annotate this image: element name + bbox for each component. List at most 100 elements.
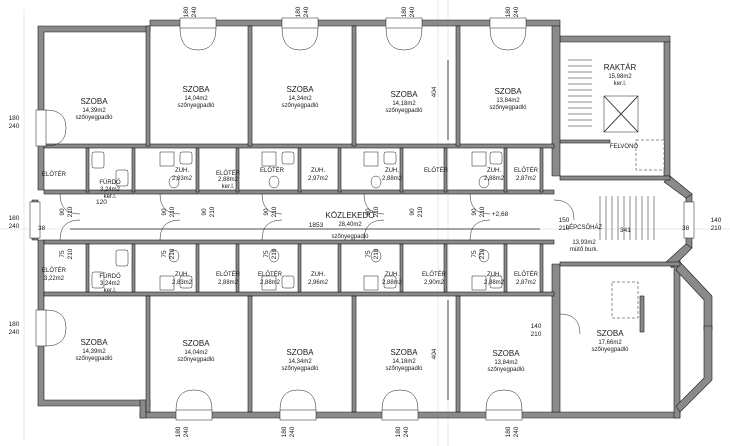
- dim-label: 90: [161, 208, 168, 216]
- room-area: 14,18m2: [392, 359, 416, 365]
- dim-label: 404: [431, 86, 438, 97]
- lift-label: FELVONÓ: [610, 143, 639, 150]
- dim-label: 180: [9, 321, 20, 328]
- dim-label: 240: [183, 426, 190, 437]
- dim-label: 210: [373, 248, 380, 259]
- room-area: 17,66m2: [598, 340, 622, 346]
- room-area: 2,88m2: [484, 176, 505, 182]
- dim-label: 240: [9, 223, 20, 230]
- room-name: FÜRDŐ: [99, 273, 121, 280]
- dim-label: 240: [513, 6, 520, 17]
- dim-label: 210: [271, 248, 278, 259]
- room-floor: szőnyegpadló: [281, 366, 319, 372]
- room-name: SZOBA: [80, 338, 108, 347]
- dim-label: 90: [365, 208, 372, 216]
- room-name: SZOBA: [286, 348, 314, 357]
- room-area: 2,83m2: [172, 280, 193, 286]
- dim-label: 75: [365, 250, 372, 258]
- room-area: 2,88m2: [484, 280, 505, 286]
- room-area: 2,88m2: [260, 280, 281, 286]
- dim-label: 180: [295, 6, 302, 17]
- room-name: SZOBA: [492, 349, 520, 358]
- room-floor: szőnyegpadló: [75, 356, 113, 362]
- room-area: 13,84m2: [496, 98, 520, 104]
- room-name: SZOBA: [182, 85, 210, 94]
- room-area: 14,18m2: [392, 101, 416, 107]
- room-name: ELŐTÉR: [260, 167, 285, 174]
- room-area: 2,87m2: [516, 176, 537, 182]
- dim-label: 240: [409, 6, 416, 17]
- dim-label: 240: [303, 6, 310, 17]
- room-area: 14,39m2: [82, 108, 106, 114]
- room-name: ELŐTÉR: [424, 167, 449, 174]
- dim-label: 38: [38, 225, 46, 232]
- room-name: ELŐTÉR: [216, 271, 241, 278]
- dim-label: 180: [9, 115, 20, 122]
- room-name: ELŐTÉR: [42, 267, 67, 274]
- room-area: 14,39m2: [82, 349, 106, 355]
- stairs: [568, 59, 655, 240]
- room-area: 2,88m2: [218, 177, 239, 183]
- room-name: ZUH.: [385, 168, 399, 174]
- lift-shaft: [603, 95, 665, 319]
- room-floor: szőnyegpadló: [591, 347, 629, 353]
- room-area: 14,34m2: [288, 96, 312, 102]
- dim-label: 210: [67, 206, 74, 217]
- room-name: ZUH.: [385, 272, 399, 278]
- dim-label: 75: [161, 250, 168, 258]
- room-floor: mütő burk.: [570, 247, 599, 253]
- dim-label: 38: [682, 225, 690, 232]
- dim-label: 210: [271, 206, 278, 217]
- dim-label: 210: [417, 206, 424, 217]
- room-name: ELŐTÉR: [514, 271, 539, 278]
- dim-label: 240: [191, 6, 198, 17]
- dim-label: 180: [281, 426, 288, 437]
- dim-label: 341: [620, 227, 631, 234]
- dim-label: 210: [67, 248, 74, 259]
- room-area: 2,83m2: [172, 176, 193, 182]
- dim-label: 140: [711, 217, 722, 224]
- room-floor: szőnyegpadló: [487, 367, 525, 373]
- room-name: ELŐTÉR: [514, 167, 539, 174]
- dim-label: 90: [409, 208, 416, 216]
- room-name: SZOBA: [494, 87, 522, 96]
- room-floor: szőnyegpadló: [489, 105, 527, 111]
- room-area: 28,40m2: [338, 222, 362, 228]
- room-area: 14,04m2: [184, 96, 208, 102]
- dim-label: 210: [479, 248, 486, 259]
- room-name: KÖZLEKEDŐ: [326, 211, 375, 220]
- room-area: 2,96m2: [308, 280, 329, 286]
- dim-label: 120: [96, 199, 107, 206]
- room-name: SZOBA: [390, 348, 418, 357]
- bath-fixtures: [91, 151, 503, 291]
- dim-label: 180: [175, 426, 182, 437]
- dim-label: 150: [559, 217, 570, 224]
- room-area: 3,22m2: [44, 276, 65, 282]
- room-floor: ker.l.: [104, 288, 117, 294]
- dim-label: 180: [395, 426, 402, 437]
- room-name: ELŐTÉR: [422, 271, 447, 278]
- room-name: ZUH.: [487, 272, 501, 278]
- room-name: LÉPCSŐHÁZ: [566, 224, 603, 231]
- small-room-labels: FÜRDŐ 3,24m2 ker.l. ELŐTÉR ELŐTÉR 2,88m2…: [42, 167, 539, 294]
- dim-label: 210: [531, 331, 542, 338]
- room-floor: ker.l.: [104, 194, 117, 200]
- room-name: SZOBA: [596, 329, 624, 338]
- room-floor: szőnyegpadló: [331, 234, 369, 240]
- room-name: RAKTÁR: [604, 63, 637, 72]
- dim-label: 210: [479, 206, 486, 217]
- room-name: FÜRDŐ: [99, 179, 121, 186]
- dim-label: 1853: [309, 222, 324, 229]
- room-name: ZUH.: [175, 168, 189, 174]
- room-floor: szőnyegpadló: [177, 357, 215, 363]
- room-floor: szőnyegpadló: [75, 115, 113, 121]
- room-name: SZOBA: [390, 90, 418, 99]
- room-area: 3,24m2: [100, 281, 121, 287]
- door-swings: [45, 27, 581, 411]
- room-name: SZOBA: [286, 85, 314, 94]
- dim-label: 180: [505, 426, 512, 437]
- room-floor: ker.l.: [614, 81, 627, 87]
- corridor-dim-line: [70, 60, 540, 400]
- room-name: ELŐTÉR: [258, 271, 283, 278]
